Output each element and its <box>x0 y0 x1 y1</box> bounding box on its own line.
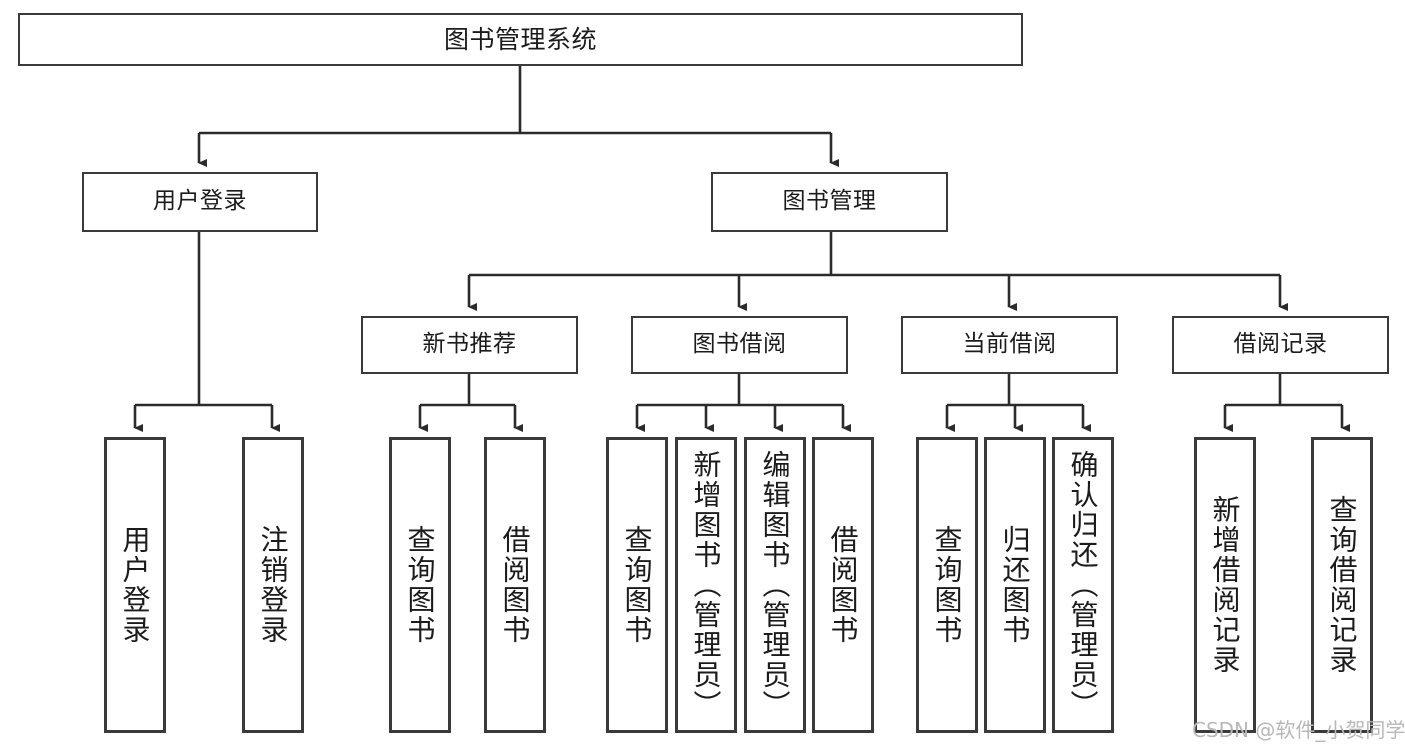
leaf-add-record[interactable]: 新增借阅记录 <box>1194 437 1256 733</box>
leaf-edit-book-label: 编辑图书（管理员） <box>758 450 792 720</box>
node-root-label: 图书管理系统 <box>443 24 597 54</box>
leaf-add-record-label: 新增借阅记录 <box>1208 495 1242 675</box>
leaf-logout-login[interactable]: 注销登录 <box>242 437 304 733</box>
leaf-query-book-3[interactable]: 查询图书 <box>916 437 978 733</box>
node-new-book-recommend-label: 新书推荐 <box>422 331 517 358</box>
leaf-confirm-return-label: 确认归还（管理员） <box>1066 450 1100 720</box>
leaf-borrow-book-2-label: 借阅图书 <box>826 525 860 645</box>
leaf-borrow-book-1[interactable]: 借阅图书 <box>484 437 546 733</box>
leaf-query-record-label: 查询借阅记录 <box>1325 495 1359 675</box>
leaf-add-book-label: 新增图书（管理员） <box>689 450 723 720</box>
leaf-query-book-1[interactable]: 查询图书 <box>389 437 451 733</box>
node-root[interactable]: 图书管理系统 <box>18 13 1023 66</box>
leaf-return-book-label: 归还图书 <box>998 525 1032 645</box>
leaf-logout-login-label: 注销登录 <box>256 525 290 645</box>
node-book-management[interactable]: 图书管理 <box>711 172 948 232</box>
leaf-borrow-book-1-label: 借阅图书 <box>498 525 532 645</box>
node-new-book-recommend[interactable]: 新书推荐 <box>361 316 578 374</box>
leaf-query-book-3-label: 查询图书 <box>930 525 964 645</box>
node-user-login-label: 用户登录 <box>153 188 247 215</box>
node-current-borrow-label: 当前借阅 <box>962 331 1057 358</box>
node-book-borrow[interactable]: 图书借阅 <box>631 316 848 374</box>
leaf-edit-book[interactable]: 编辑图书（管理员） <box>744 437 806 733</box>
node-book-borrow-label: 图书借阅 <box>692 331 787 358</box>
node-borrow-record-label: 借阅记录 <box>1233 331 1328 358</box>
leaf-user-login[interactable]: 用户登录 <box>104 437 166 733</box>
leaf-return-book[interactable]: 归还图书 <box>984 437 1046 733</box>
node-book-management-label: 图书管理 <box>782 188 877 215</box>
node-current-borrow[interactable]: 当前借阅 <box>901 316 1118 374</box>
leaf-confirm-return[interactable]: 确认归还（管理员） <box>1052 437 1114 733</box>
leaf-query-record[interactable]: 查询借阅记录 <box>1311 437 1373 733</box>
node-borrow-record[interactable]: 借阅记录 <box>1172 316 1389 374</box>
leaf-query-book-2-label: 查询图书 <box>620 525 654 645</box>
node-user-login[interactable]: 用户登录 <box>82 172 318 232</box>
leaf-query-book-1-label: 查询图书 <box>403 525 437 645</box>
leaf-query-book-2[interactable]: 查询图书 <box>606 437 668 733</box>
leaf-borrow-book-2[interactable]: 借阅图书 <box>812 437 874 733</box>
leaf-add-book[interactable]: 新增图书（管理员） <box>675 437 737 733</box>
leaf-user-login-label: 用户登录 <box>118 525 152 645</box>
